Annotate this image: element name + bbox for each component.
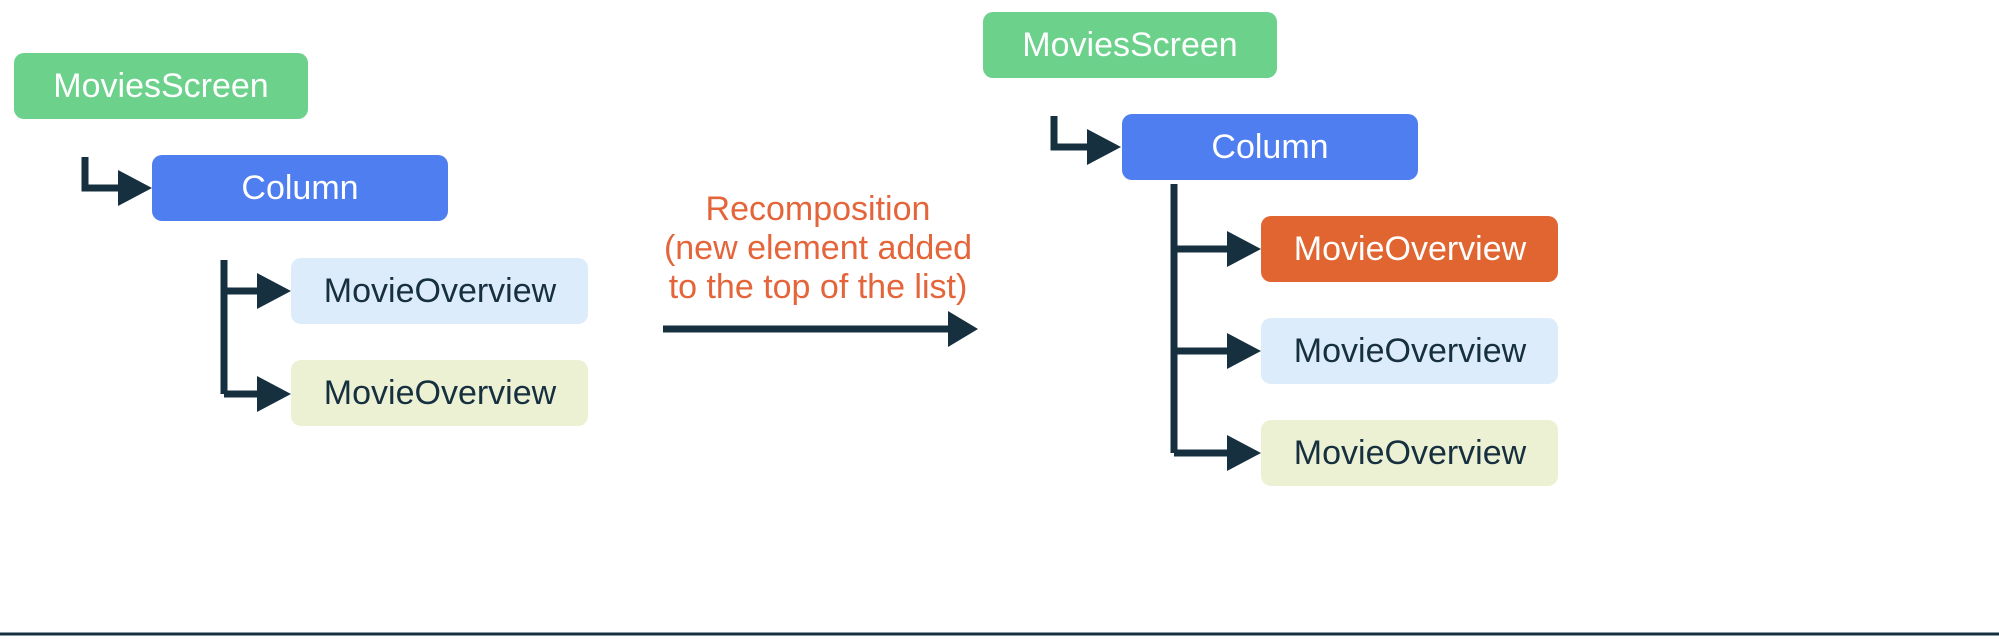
- node-movieoverview-2-before[interactable]: MovieOverview: [291, 360, 588, 426]
- arrowhead-column-to-overview-1-after: [1227, 333, 1261, 369]
- node-label: MovieOverview: [324, 374, 557, 412]
- arrowhead-moviesscreen-to-column: [118, 170, 152, 206]
- node-label: MovieOverview: [1294, 434, 1527, 472]
- transition-arrowhead: [948, 311, 978, 347]
- arrowhead-column-to-overview-1: [257, 273, 291, 309]
- node-moviesscreen-after[interactable]: MoviesScreen: [983, 12, 1277, 78]
- arrowhead-column-to-overview-2-after: [1227, 435, 1261, 471]
- transition-caption-line-2: (new element added: [664, 229, 972, 267]
- transition-caption-line-1: Recomposition: [706, 190, 931, 228]
- node-box: [983, 12, 1277, 78]
- node-box: [14, 53, 308, 119]
- node-label: MovieOverview: [1294, 332, 1527, 370]
- node-column-before[interactable]: Column: [152, 155, 448, 221]
- connector-column-trunk: [220, 260, 259, 398]
- connector-column-trunk-after: [1170, 184, 1229, 457]
- node-movieoverview-1-after[interactable]: MovieOverview: [1261, 318, 1558, 384]
- arrowhead-column-to-overview-new: [1227, 231, 1261, 267]
- node-label: Column: [241, 169, 358, 207]
- transition-caption-line-3: to the top of the list): [669, 268, 968, 306]
- node-box: [152, 155, 448, 221]
- arrowhead-moviesscreen-to-column-after: [1087, 129, 1121, 165]
- node-label: MovieOverview: [324, 272, 557, 310]
- node-box: [1261, 318, 1558, 384]
- connector-moviesscreen-to-column: [81, 157, 120, 192]
- node-movieoverview-new-after[interactable]: MovieOverview: [1261, 216, 1558, 282]
- node-box: [1261, 420, 1558, 486]
- node-moviesscreen-before[interactable]: MoviesScreen: [14, 53, 308, 119]
- arrowhead-column-to-overview-2: [257, 376, 291, 412]
- before-composition-tree: MoviesScreen Column MovieOverview MovieO…: [14, 53, 588, 426]
- node-label: MoviesScreen: [1022, 26, 1237, 64]
- node-label: MoviesScreen: [53, 67, 268, 105]
- node-box: [1122, 114, 1418, 180]
- node-movieoverview-1-before[interactable]: MovieOverview: [291, 258, 588, 324]
- node-column-after[interactable]: Column: [1122, 114, 1418, 180]
- node-label: MovieOverview: [1294, 230, 1527, 268]
- transition-group: Recomposition (new element added to the …: [663, 190, 978, 347]
- node-label: Column: [1211, 128, 1328, 166]
- connector-moviesscreen-to-column-after: [1050, 116, 1089, 151]
- node-box: [1261, 216, 1558, 282]
- node-box: [291, 360, 588, 426]
- node-box: [291, 258, 588, 324]
- node-movieoverview-2-after[interactable]: MovieOverview: [1261, 420, 1558, 486]
- after-composition-tree: MoviesScreen Column MovieOverview MovieO…: [983, 12, 1558, 486]
